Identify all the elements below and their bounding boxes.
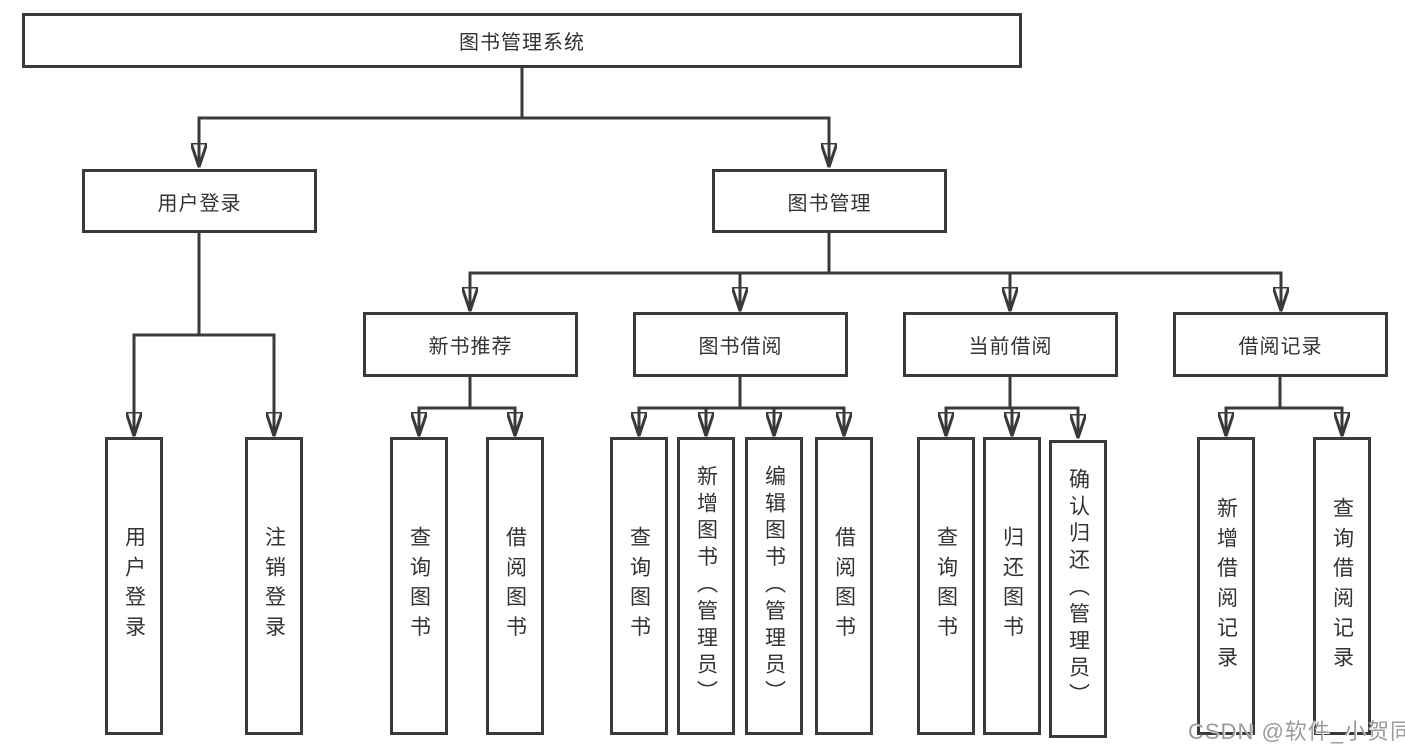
connector-user-login-to-leaves (134, 230, 274, 437)
node-book-management: 图书管理 (712, 169, 947, 233)
connector-current-borrowing-to-leaves (946, 374, 1078, 439)
leaf-query-books-current: 查询图书 (917, 437, 975, 735)
leaf-logout: 注销登录 (245, 437, 303, 735)
leaf-query-books-borrowing: 查询图书 (610, 437, 668, 735)
leaf-return-books: 归还图书 (983, 437, 1041, 735)
leaf-edit-books-admin-label: 编辑图书（管理员） (762, 465, 786, 707)
watermark: CSDN @软件_小贺同学 (1188, 719, 1405, 744)
node-library-system-label: 图书管理系统 (459, 32, 585, 54)
node-book-borrowing: 图书借阅 (633, 312, 848, 377)
node-book-borrowing-label: 图书借阅 (698, 336, 783, 358)
leaf-borrow-books-borrowing-label: 借阅图书 (832, 526, 856, 646)
node-borrowing-records-label: 借阅记录 (1238, 336, 1323, 358)
leaf-borrow-books-recommend-label: 借阅图书 (503, 526, 527, 646)
leaf-add-borrow-record: 新增借阅记录 (1197, 437, 1255, 735)
connector-book-borrowing-to-leaves (639, 374, 844, 437)
leaf-logout-label: 注销登录 (262, 526, 286, 646)
leaf-borrow-books-recommend: 借阅图书 (486, 437, 544, 735)
leaf-query-books-borrowing-label: 查询图书 (627, 526, 651, 646)
connector-new-book-recommend-to-leaves (419, 374, 515, 437)
leaf-add-borrow-record-label: 新增借阅记录 (1214, 496, 1238, 676)
node-new-book-recommend-label: 新书推荐 (428, 336, 513, 358)
node-library-system: 图书管理系统 (22, 13, 1022, 68)
leaf-borrow-books-borrowing: 借阅图书 (815, 437, 873, 735)
leaf-query-books-recommend: 查询图书 (390, 437, 448, 735)
leaf-add-books-admin: 新增图书（管理员） (677, 437, 735, 735)
node-new-book-recommend: 新书推荐 (363, 312, 578, 377)
node-book-management-label: 图书管理 (787, 192, 872, 215)
leaf-add-books-admin-label: 新增图书（管理员） (694, 465, 718, 707)
leaf-confirm-return-admin: 确认归还（管理员） (1049, 440, 1107, 738)
leaf-query-borrow-record-label: 查询借阅记录 (1330, 496, 1354, 676)
node-borrowing-records: 借阅记录 (1173, 312, 1388, 377)
node-user-login-label: 用户登录 (157, 192, 242, 215)
node-user-login: 用户登录 (82, 169, 317, 233)
leaf-user-login-label: 用户登录 (122, 526, 146, 646)
leaf-return-books-label: 归还图书 (1000, 526, 1024, 646)
node-current-borrowing-label: 当前借阅 (968, 336, 1053, 358)
leaf-edit-books-admin: 编辑图书（管理员） (745, 437, 803, 735)
node-current-borrowing: 当前借阅 (903, 312, 1118, 377)
leaf-user-login: 用户登录 (105, 437, 163, 735)
leaf-confirm-return-admin-label: 确认归还（管理员） (1066, 468, 1090, 710)
connector-book-management-to-level2 (470, 230, 1281, 312)
connector-root-to-level1 (199, 64, 829, 168)
leaf-query-books-current-label: 查询图书 (934, 526, 958, 646)
leaf-query-borrow-record: 查询借阅记录 (1313, 437, 1371, 735)
connector-borrowing-records-to-leaves (1226, 374, 1342, 437)
leaf-query-books-recommend-label: 查询图书 (407, 526, 431, 646)
